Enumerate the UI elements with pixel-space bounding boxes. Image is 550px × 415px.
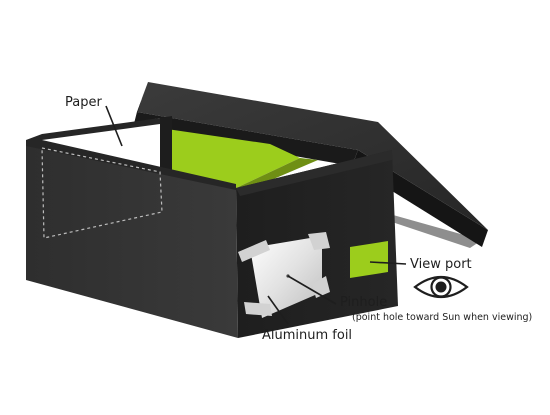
paper-outline-dashed (41, 147, 163, 239)
eye-icon (413, 275, 469, 299)
leader-view-port (369, 261, 407, 265)
lid-front-rim (133, 112, 358, 166)
label-pinhole-note: (point hole toward Sun when viewing) (352, 312, 532, 323)
label-paper: Paper (65, 95, 102, 110)
interior-lime-wall (160, 128, 300, 188)
label-aluminum-foil: Aluminum foil (262, 328, 352, 343)
aluminum-foil (250, 236, 322, 318)
label-pinhole: Pinhole (340, 295, 387, 310)
leader-lines (105, 105, 407, 325)
lid-top (137, 82, 488, 230)
box-front-rim (26, 118, 236, 190)
leader-pinhole (287, 275, 337, 305)
leader-paper (105, 105, 123, 147)
label-view-port: View port (410, 257, 472, 272)
lid-underside (386, 213, 482, 248)
tape-bottom-left (244, 302, 272, 316)
tape-top-right (308, 232, 330, 250)
interior-floor (160, 158, 318, 190)
paper-screen (42, 118, 160, 170)
box-right-rim (236, 150, 392, 196)
view-port (350, 241, 388, 278)
tape-top-left (238, 240, 270, 262)
box-front-face (26, 140, 238, 338)
box-interior (42, 116, 318, 190)
interior-left-wall (160, 116, 172, 178)
leader-aluminum-foil (267, 295, 289, 325)
